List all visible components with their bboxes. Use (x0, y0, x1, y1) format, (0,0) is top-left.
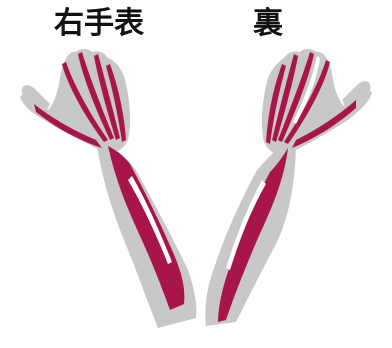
label-back: 裏 (253, 6, 283, 42)
right-arm (205, 49, 372, 326)
left-arm (20, 49, 197, 328)
label-front: 右手表 (54, 6, 144, 42)
